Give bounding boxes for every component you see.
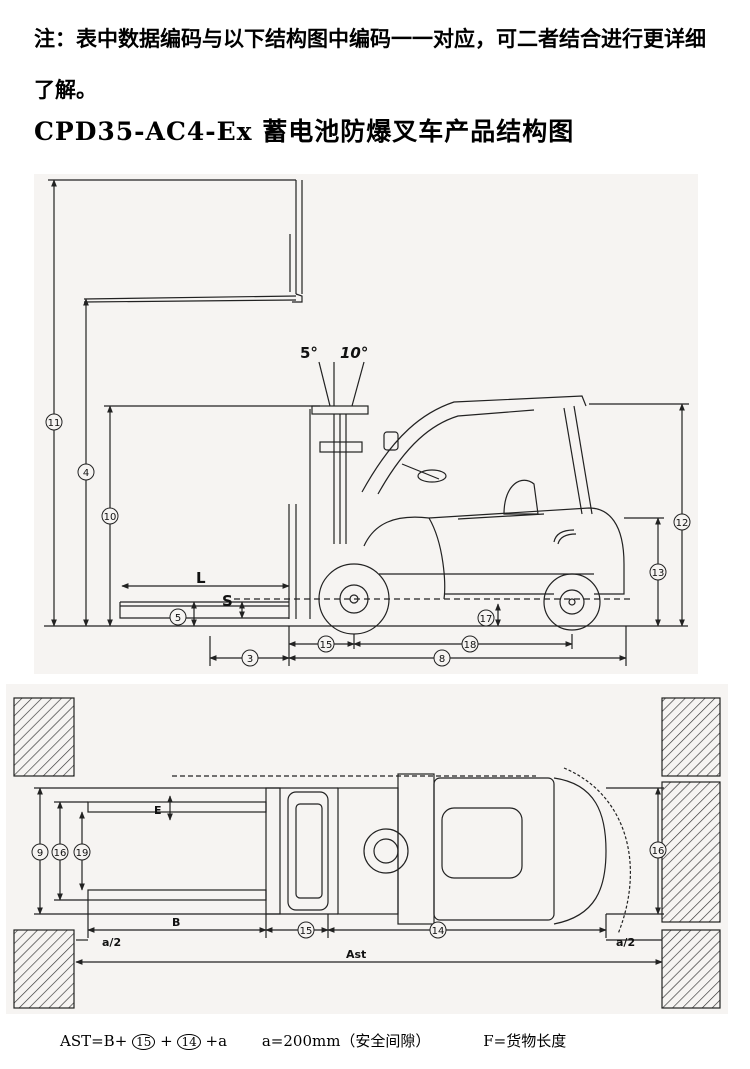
dim-circle-5: 5 — [169, 608, 187, 626]
dim-circle-8: 8 — [433, 649, 451, 667]
note-text: 注：表中数据编码与以下结构图中编码一一对应，可二者结合进行更详细了解。 — [34, 27, 706, 102]
svg-text:4: 4 — [83, 468, 89, 479]
dim-circle-16-left: 16 — [51, 843, 69, 861]
formula-plus: + — [160, 1032, 173, 1050]
dim-circle-11: 11 — [45, 413, 63, 431]
svg-text:11: 11 — [48, 418, 61, 429]
dim-circle-12: 12 — [673, 513, 691, 531]
formula-circle-15: 15 — [132, 1034, 156, 1050]
dim-circle-15: 15 — [317, 635, 335, 653]
svg-text:16: 16 — [54, 848, 67, 859]
dim-circle-17: 17 — [477, 609, 495, 627]
rack-bottom-left — [13, 929, 75, 1009]
formula-circle-14: 14 — [177, 1034, 201, 1050]
dim-circle-14: 14 — [429, 921, 447, 939]
label-ast: Ast — [346, 948, 366, 961]
svg-text:14: 14 — [432, 926, 445, 937]
svg-text:9: 9 — [37, 848, 43, 859]
label-a2-right: a/2 — [616, 936, 635, 949]
rack-top-right — [661, 697, 721, 777]
dim-circle-4: 4 — [77, 463, 95, 481]
svg-text:17: 17 — [480, 614, 493, 625]
svg-text:16: 16 — [652, 846, 665, 857]
formula-a-definition: a=200mm（安全间隙） — [261, 1032, 431, 1050]
svg-text:8: 8 — [439, 654, 445, 665]
diagram-title: CPD35-AC4-Ex 蓄电池防爆叉车产品结构图 — [34, 117, 575, 146]
svg-text:15: 15 — [320, 640, 333, 651]
dim-circle-16-right: 16 — [649, 841, 667, 859]
svg-text:15: 15 — [300, 926, 313, 937]
dim-circle-3: 3 — [241, 649, 259, 667]
svg-text:5: 5 — [175, 613, 181, 624]
side-view-drawing: 5° 10° L S 11 4 10 5 3 15 18 8 17 12 13 — [44, 179, 691, 667]
tilt-back-label: 10° — [340, 344, 368, 362]
label-e: E — [154, 804, 162, 817]
svg-text:13: 13 — [652, 568, 665, 579]
ast-formula: AST=B+ 15 + 14 +a a=200mm（安全间隙） F=货物长度 — [60, 1030, 566, 1051]
svg-text:18: 18 — [464, 640, 477, 651]
rack-bottom-right — [661, 929, 721, 1009]
formula-prefix: AST=B+ — [60, 1032, 128, 1050]
top-view-drawing: E B a/2 a/2 Ast 9 16 19 15 14 16 — [13, 697, 721, 1009]
formula-suffix: +a — [205, 1032, 228, 1050]
dim-circle-18: 18 — [461, 635, 479, 653]
svg-text:10: 10 — [104, 512, 117, 523]
dim-circle-9: 9 — [31, 843, 49, 861]
dim-circle-19: 19 — [73, 843, 91, 861]
label-b: B — [172, 916, 180, 929]
fork-thickness-label: S — [222, 592, 233, 610]
rack-top-left — [13, 697, 75, 777]
dim-circle-10: 10 — [101, 507, 119, 525]
dim-circle-13: 13 — [649, 563, 667, 581]
rack-middle-right — [661, 781, 721, 923]
svg-text:3: 3 — [247, 654, 253, 665]
svg-text:19: 19 — [76, 848, 89, 859]
side-view-diagram: 5° 10° L S 11 4 10 5 3 15 18 8 17 12 13 — [34, 174, 698, 674]
tilt-forward-label: 5° — [300, 344, 318, 362]
dim-circle-15-top: 15 — [297, 921, 315, 939]
top-view-diagram: E B a/2 a/2 Ast 9 16 19 15 14 16 — [6, 684, 728, 1014]
label-a2-left: a/2 — [102, 936, 121, 949]
formula-f-definition: F=货物长度 — [483, 1032, 567, 1050]
svg-text:12: 12 — [676, 518, 689, 529]
fork-length-label: L — [196, 569, 206, 587]
